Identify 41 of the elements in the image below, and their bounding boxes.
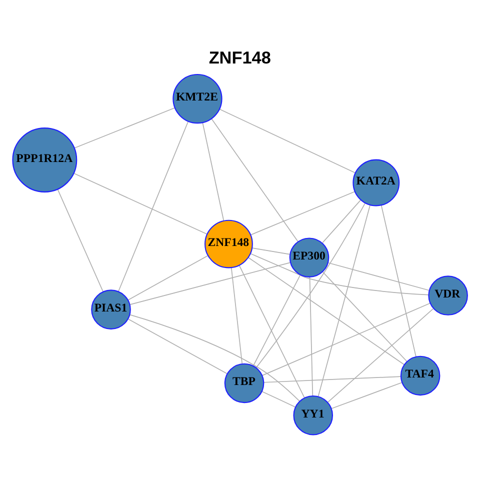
- connector: [219, 108, 356, 173]
- connector: [328, 262, 430, 290]
- connector: [322, 271, 408, 362]
- connector: [211, 118, 298, 242]
- node-circle: VDR: [428, 275, 468, 315]
- connector: [262, 302, 430, 376]
- connector: [252, 274, 301, 366]
- connector: [256, 202, 366, 368]
- connector: [128, 318, 228, 374]
- connector: [252, 247, 290, 254]
- connector: [202, 122, 224, 220]
- connector: [309, 276, 314, 396]
- node-circle: EP300: [289, 237, 330, 277]
- connector: [322, 198, 362, 243]
- connector: [230, 267, 243, 364]
- node-circle: TAF4: [400, 355, 440, 396]
- connector: [248, 256, 405, 365]
- node-circle: ZNF148: [204, 219, 253, 268]
- connector: [130, 262, 291, 304]
- connector: [327, 308, 434, 402]
- node-circle: KMT2E: [172, 73, 222, 124]
- diagram-title: ZNF148: [208, 46, 271, 67]
- node-circle: PPP1R12A: [12, 127, 78, 192]
- connector: [263, 376, 402, 382]
- connector: [250, 252, 429, 295]
- connector: [129, 314, 300, 402]
- connector: [74, 172, 208, 234]
- connector: [330, 382, 402, 409]
- connector: [318, 204, 371, 396]
- node-circle: PIAS1: [91, 289, 131, 329]
- connector: [250, 190, 356, 235]
- connector: [57, 188, 104, 292]
- node-circle: YY1: [293, 394, 334, 435]
- node-circle: KAT2A: [352, 158, 400, 206]
- connector: [128, 254, 208, 300]
- connector: [118, 120, 188, 292]
- connector: [238, 264, 305, 398]
- connector: [380, 204, 416, 357]
- connector: [262, 390, 296, 407]
- node-circle: TBP: [224, 362, 264, 403]
- connector: [74, 106, 176, 148]
